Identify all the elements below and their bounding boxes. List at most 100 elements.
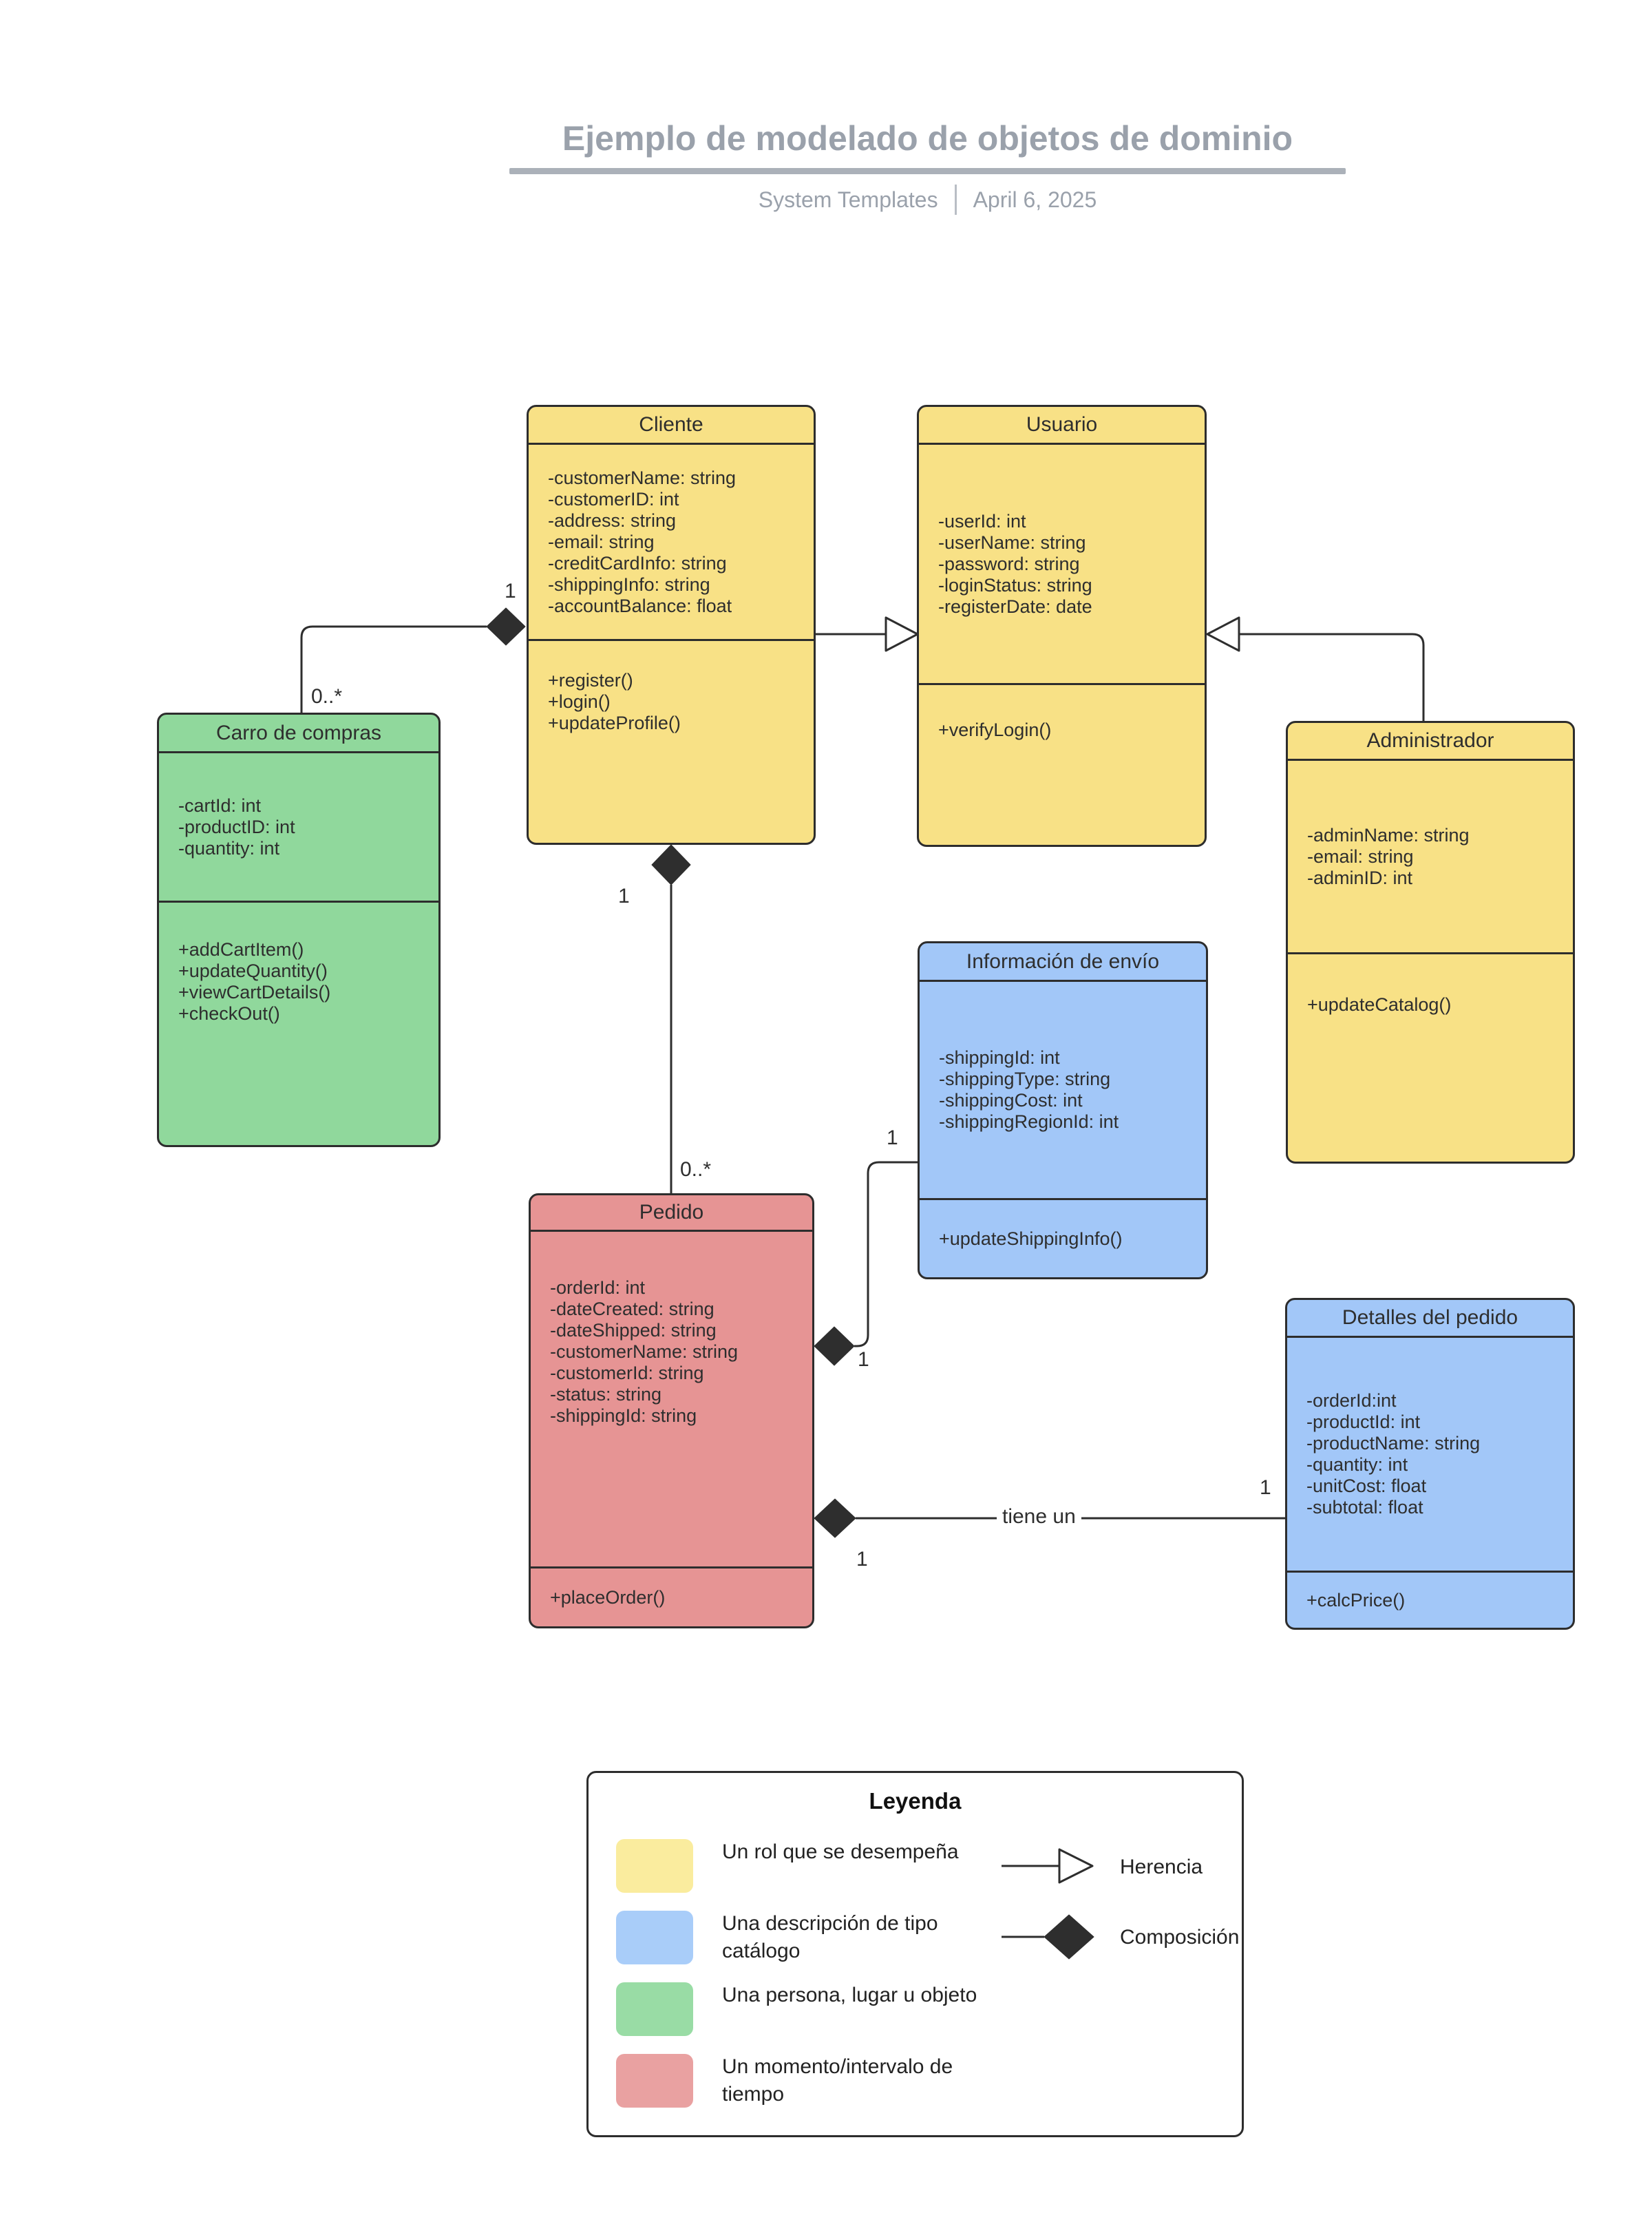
- attribute: -status: string: [550, 1384, 662, 1405]
- method: +register(): [548, 670, 633, 691]
- class-administrador: Administrador -adminName: string -email:…: [1286, 721, 1575, 1164]
- attribute: -email: string: [1307, 846, 1414, 867]
- composition-diamond-icon: [814, 1326, 855, 1366]
- class-detalles-del-pedido: Detalles del pedido -orderId:int -produc…: [1285, 1298, 1575, 1630]
- attribute: -quantity: int: [178, 837, 280, 859]
- composition-diamond-icon: [486, 607, 526, 646]
- attribute: -userId: int: [938, 510, 1026, 532]
- class-cliente-title: Cliente: [639, 413, 703, 436]
- inheritance-arrow-icon: [885, 616, 919, 652]
- class-carro-title: Carro de compras: [215, 721, 382, 744]
- class-usuario-attributes: -userId: int -userName: string -password…: [919, 443, 1205, 683]
- method: +updateCatalog(): [1307, 994, 1452, 1015]
- title-underline: [509, 168, 1346, 174]
- composition-diamond-icon: [651, 844, 691, 885]
- class-detalles-methods: +calcPrice(): [1287, 1571, 1573, 1628]
- inheritance-line-administrador-usuario: [1239, 633, 1425, 721]
- multiplicity-cliente-pedido-many: 0..*: [680, 1158, 712, 1181]
- class-cliente-attributes: -customerName: string -customerID: int -…: [529, 443, 814, 639]
- attribute: -cartId: int: [178, 795, 262, 816]
- attribute: -email: string: [548, 531, 655, 552]
- method: +checkOut(): [178, 1003, 280, 1024]
- legend-title: Leyenda: [869, 1788, 962, 1814]
- document-header: Ejemplo de modelado de objetos de domini…: [509, 118, 1346, 215]
- class-carro-methods: +addCartItem() +updateQuantity() +viewCa…: [159, 901, 438, 1145]
- attribute: -dateShipped: string: [550, 1320, 717, 1341]
- method: +updateQuantity(): [178, 961, 328, 981]
- attribute: -shippingId: string: [550, 1405, 697, 1426]
- legend: Leyenda Un rol que se desempeña Una desc…: [586, 1771, 1244, 2137]
- multiplicity-cliente-carro-many: 0..*: [311, 685, 343, 708]
- class-detalles-attributes: -orderId:int -productId: int -productNam…: [1287, 1336, 1573, 1571]
- method: +calcPrice(): [1306, 1589, 1406, 1610]
- attribute: -address: string: [548, 510, 677, 531]
- class-cliente: Cliente -customerName: string -customerI…: [527, 405, 816, 845]
- attribute: -adminID: int: [1307, 867, 1413, 888]
- multiplicity-pedido-envio-1: 1: [858, 1348, 869, 1371]
- class-administrador-methods: +updateCatalog(): [1288, 952, 1573, 1162]
- class-informacion-de-envio: Información de envío -shippingId: int -s…: [918, 941, 1208, 1279]
- attribute: -shippingId: int: [939, 1047, 1060, 1068]
- method: +updateShippingInfo(): [939, 1228, 1123, 1249]
- attribute: -productName: string: [1306, 1433, 1481, 1454]
- class-administrador-attributes: -adminName: string -email: string -admin…: [1288, 759, 1573, 952]
- legend-label-composicion: Composición: [1120, 1926, 1240, 1949]
- class-detalles-title: Detalles del pedido: [1342, 1306, 1518, 1329]
- legend-label-herencia: Herencia: [1120, 1856, 1203, 1878]
- attribute: -loginStatus: string: [938, 574, 1092, 596]
- legend-swatch-catalogo: [616, 1911, 693, 1964]
- attribute: -creditCardInfo: string: [548, 552, 727, 574]
- attribute: -productId: int: [1306, 1412, 1421, 1432]
- attribute: -customerName: string: [550, 1341, 739, 1362]
- association-label-tiene-un: tiene un: [997, 1505, 1081, 1529]
- attribute: -shippingCost: int: [939, 1090, 1083, 1111]
- method: +verifyLogin(): [938, 720, 1052, 740]
- attribute: -password: string: [938, 553, 1080, 574]
- class-pedido-methods: +placeOrder(): [531, 1566, 812, 1626]
- method: +addCartItem(): [178, 939, 304, 960]
- legend-label-catalogo: Una descripción de tipo catálogo: [722, 1912, 938, 1962]
- attribute: -customerId: string: [550, 1363, 704, 1383]
- multiplicity-cliente-carro-1: 1: [505, 580, 516, 602]
- attribute: -productID: int: [178, 816, 295, 837]
- legend-label-momento: Un momento/intervalo de tiempo: [722, 2055, 953, 2106]
- multiplicity-detalles-1: 1: [1260, 1476, 1271, 1499]
- attribute: -orderId: int: [550, 1277, 646, 1298]
- class-administrador-title: Administrador: [1366, 729, 1494, 752]
- attribute: -unitCost: float: [1306, 1476, 1427, 1496]
- method: +placeOrder(): [550, 1586, 666, 1608]
- attribute: -registerDate: date: [938, 596, 1092, 617]
- multiplicity-pedido-detalles-1: 1: [856, 1548, 868, 1571]
- method: +viewCartDetails(): [178, 982, 331, 1003]
- class-pedido: Pedido -orderId: int -dateCreated: strin…: [529, 1193, 814, 1628]
- attribute: -adminName: string: [1307, 824, 1470, 846]
- inheritance-arrow-icon: [1002, 1848, 1094, 1884]
- class-pedido-attributes: -orderId: int -dateCreated: string -date…: [531, 1230, 812, 1566]
- multiplicity-envio-1: 1: [887, 1126, 898, 1149]
- attribute: -accountBalance: float: [548, 595, 732, 616]
- class-pedido-title: Pedido: [639, 1201, 704, 1224]
- attribute: -customerName: string: [548, 467, 737, 488]
- legend-label-rol: Un rol que se desempeña: [722, 1840, 959, 1863]
- legend-swatch-rol: [616, 1839, 693, 1893]
- class-usuario-methods: +verifyLogin(): [919, 683, 1205, 845]
- class-carro-de-compras: Carro de compras -cartId: int -productID…: [157, 713, 441, 1147]
- composition-diamond-icon: [814, 1498, 856, 1538]
- inheritance-arrow-icon: [1206, 616, 1240, 652]
- attribute: -customerID: int: [548, 488, 679, 510]
- page-title: Ejemplo de modelado de objetos de domini…: [562, 119, 1293, 158]
- class-usuario: Usuario -userId: int -userName: string -…: [917, 405, 1207, 847]
- attribute: -shippingType: string: [939, 1069, 1111, 1089]
- attribute: -orderId:int: [1306, 1390, 1397, 1411]
- class-envio-title: Información de envío: [966, 949, 1160, 973]
- attribute: -subtotal: float: [1306, 1497, 1423, 1518]
- attribute: -dateCreated: string: [550, 1299, 714, 1319]
- subtitle-separator: [954, 185, 957, 215]
- author-label: System Templates: [758, 187, 938, 212]
- attribute: -userName: string: [938, 532, 1086, 553]
- composition-line-pedido-envio: [854, 1161, 918, 1347]
- class-envio-attributes: -shippingId: int -shippingType: string -…: [920, 980, 1206, 1198]
- date-label: April 6, 2025: [973, 187, 1097, 212]
- document-subtitle: System Templates April 6, 2025: [509, 185, 1346, 215]
